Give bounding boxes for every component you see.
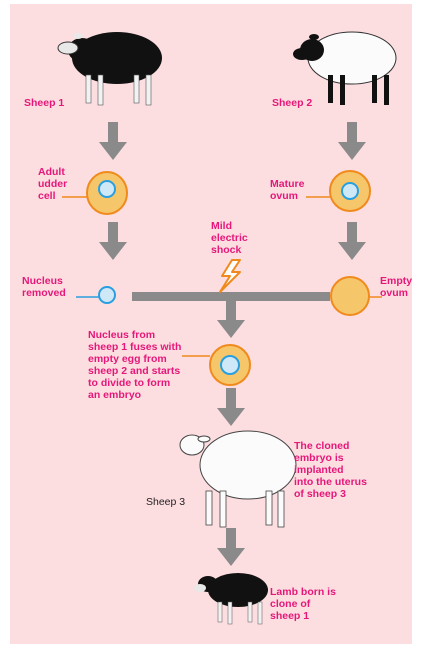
lightning-bolt-icon bbox=[220, 260, 240, 292]
connector-bar bbox=[132, 292, 330, 301]
black-sheep-icon bbox=[58, 32, 162, 105]
nucleus-removed-label: Nucleus removed bbox=[22, 275, 66, 299]
sheep-2-label: Sheep 2 bbox=[272, 97, 312, 109]
sheep-1-label: Sheep 1 bbox=[24, 97, 64, 109]
lamb-clone-label: Lamb born is clone of sheep 1 bbox=[270, 586, 336, 622]
mature-ovum-icon bbox=[330, 171, 370, 211]
empty-ovum-label: Empty ovum bbox=[380, 275, 412, 299]
mature-ovum-label: Mature ovum bbox=[270, 178, 304, 202]
adult-udder-cell-icon bbox=[87, 172, 127, 214]
fusion-label: Nucleus from sheep 1 fuses with empty eg… bbox=[88, 329, 181, 401]
mild-shock-label: Mild electric shock bbox=[211, 220, 248, 256]
black-lamb-icon bbox=[194, 573, 268, 624]
empty-ovum-icon bbox=[331, 277, 369, 315]
adult-udder-cell-label: Adult udder cell bbox=[38, 166, 67, 202]
removed-nucleus-icon bbox=[99, 287, 115, 303]
white-sheep-icon bbox=[180, 431, 296, 527]
sheep-3-label: Sheep 3 bbox=[146, 496, 185, 508]
fused-embryo-icon bbox=[210, 345, 250, 385]
white-sheep-icon bbox=[293, 32, 396, 105]
implantation-label: The cloned embryo is implanted into the … bbox=[294, 440, 367, 500]
